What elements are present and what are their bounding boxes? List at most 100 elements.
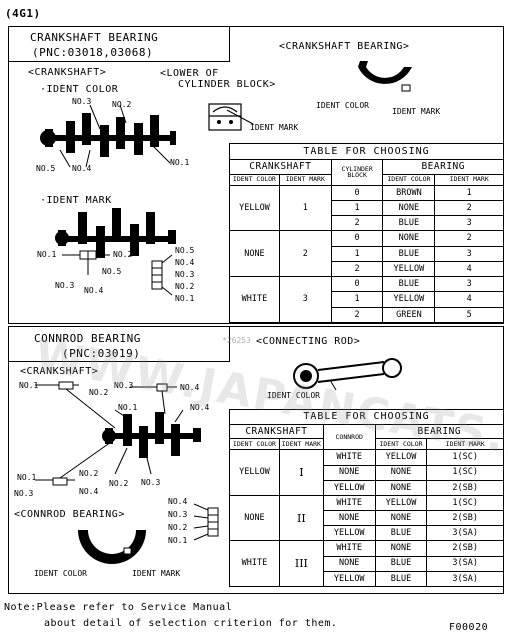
- table-cell: NONE: [382, 230, 436, 247]
- connrod-selection-table: TABLE FOR CHOOSING CRANKSHAFT CONNROD BE…: [229, 408, 505, 588]
- table-cell: GREEN: [382, 306, 436, 324]
- color-no1: NO.1: [170, 158, 190, 167]
- connrod-ident-stack: [193, 503, 219, 541]
- cr-stack-no2: NO.2: [168, 523, 188, 532]
- crankshaft-label: <CRANKSHAFT>: [28, 67, 107, 78]
- table-cell: BLUE: [374, 555, 428, 572]
- top-no4: NO.4: [180, 383, 200, 392]
- table1-g1-mark: 1: [278, 184, 332, 232]
- table-cell: NONE: [322, 510, 376, 527]
- table-cell: 1: [330, 199, 384, 217]
- connrod-crankshaft-drawing: [35, 381, 201, 486]
- table-cell: 1: [434, 184, 504, 201]
- cr-stack-no4: NO.4: [168, 497, 188, 506]
- connrod-bearing-drawing: [78, 530, 146, 564]
- table-cell: 1: [330, 245, 384, 262]
- table1-sub-bmark: IDENT MARK: [434, 173, 504, 186]
- low-no1: NO.1: [17, 473, 37, 482]
- table-cell: WHITE: [322, 540, 376, 557]
- table2-sub-bmark: IDENT MARK: [426, 438, 504, 451]
- ident-color-label: ·IDENT COLOR: [40, 84, 119, 95]
- table-cell: NONE: [322, 464, 376, 481]
- table-cell: WHITE: [322, 449, 376, 466]
- table-cell: BLUE: [382, 215, 436, 232]
- stack-no3: NO.3: [175, 270, 195, 279]
- cr-stack-no1: NO.1: [168, 536, 188, 545]
- crankshaft-drawing-color: [40, 104, 176, 168]
- table-cell: 4: [434, 260, 504, 278]
- bot-no2: NO.2: [109, 479, 129, 488]
- note-line-1: Note:Please refer to Service Manual: [4, 602, 233, 613]
- table-cell: 2: [330, 306, 384, 324]
- color-no4: NO.4: [72, 164, 92, 173]
- connrod-bearing-title: CONNROD BEARING: [34, 332, 141, 345]
- table-cell: 2: [434, 199, 504, 217]
- table2-g2-mark: II: [278, 494, 324, 542]
- table-cell: 3(SA): [426, 525, 504, 542]
- table-cell: 1(SC): [426, 494, 504, 512]
- table-cell: NONE: [374, 464, 428, 481]
- crankshaft-bearing-drawing: [358, 61, 412, 92]
- table-cell: 2: [434, 230, 504, 247]
- mid-no1: NO.1: [118, 403, 138, 412]
- table-cell: 2: [330, 215, 384, 232]
- ident-mark-leaders: [62, 250, 173, 296]
- connrod-bearing-ident-color: IDENT COLOR: [34, 569, 87, 578]
- table-cell: YELLOW: [382, 291, 436, 308]
- ident-mark-label: ·IDENT MARK: [40, 195, 112, 206]
- table1-h-bearing: BEARING: [382, 159, 504, 175]
- color-no5: NO.5: [36, 164, 56, 173]
- table-cell: 3(SA): [426, 555, 504, 572]
- table2-h-connrod: CONNROD: [322, 424, 376, 451]
- table2-g1-mark: I: [278, 449, 324, 496]
- table-cell: 1(SC): [426, 449, 504, 466]
- block-ident-mark: IDENT MARK: [250, 123, 299, 132]
- table1-sub-mark: IDENT MARK: [278, 173, 332, 186]
- lower-block-drawing: [208, 103, 254, 131]
- note-line-2: about detail of selection criterion for …: [44, 618, 338, 629]
- connecting-rod-label: <CONNECTING ROD>: [256, 336, 361, 347]
- table2-sub-mark: IDENT MARK: [278, 438, 324, 451]
- table-cell: NONE: [382, 199, 436, 217]
- table-cell: 0: [330, 276, 384, 293]
- table1-sub-color: IDENT COLOR: [229, 173, 280, 186]
- color-no2: NO.2: [112, 100, 132, 109]
- low-no2: NO.2: [79, 469, 99, 478]
- top-no1: NO.1: [19, 381, 39, 390]
- figure-code: F00020: [449, 622, 489, 633]
- watermark-code: *26253: [222, 336, 251, 345]
- table-cell: BLUE: [382, 245, 436, 262]
- table-cell: YELLOW: [382, 260, 436, 278]
- table-cell: 2(SB): [426, 540, 504, 557]
- table-cell: NONE: [374, 510, 428, 527]
- table-cell: BROWN: [382, 184, 436, 201]
- table-cell: BLUE: [374, 570, 428, 588]
- connrod-bearing-ident-mark: IDENT MARK: [132, 569, 181, 578]
- table-cell: YELLOW: [374, 494, 428, 512]
- table1-g3-color: WHITE: [229, 276, 280, 323]
- table-cell: 0: [330, 230, 384, 247]
- crankshaft-bearing-title: CRANKSHAFT BEARING: [30, 31, 159, 44]
- stack-no5: NO.5: [175, 246, 195, 255]
- stack-no4: NO.4: [175, 258, 195, 267]
- mid-no4: NO.4: [190, 403, 210, 412]
- crankshaft-drawing-mark: [55, 208, 176, 258]
- rod-ident-color: IDENT COLOR: [267, 391, 320, 400]
- table-cell: 1(SC): [426, 464, 504, 481]
- connrod-crankshaft-label: <CRANKSHAFT>: [20, 366, 99, 377]
- connrod-bearing-label: <CONNROD BEARING>: [14, 509, 125, 520]
- table-cell: BLUE: [382, 276, 436, 293]
- mark-no3: NO.3: [55, 281, 75, 290]
- lower-block-label-1: <LOWER OF: [160, 68, 219, 79]
- table-cell: 3: [434, 215, 504, 232]
- table-cell: 1: [330, 291, 384, 308]
- table-cell: 2(SB): [426, 479, 504, 496]
- top-no3: NO.3: [114, 381, 134, 390]
- stack-no1: NO.1: [175, 294, 195, 303]
- table-cell: NONE: [374, 540, 428, 557]
- connecting-rod-drawing: [293, 358, 402, 391]
- model-code: (4G1): [5, 7, 41, 20]
- crankshaft-selection-table: TABLE FOR CHOOSING CRANKSHAFT CYLINDER B…: [229, 142, 504, 324]
- top-no2: NO.2: [89, 388, 109, 397]
- mark-no4: NO.4: [84, 286, 104, 295]
